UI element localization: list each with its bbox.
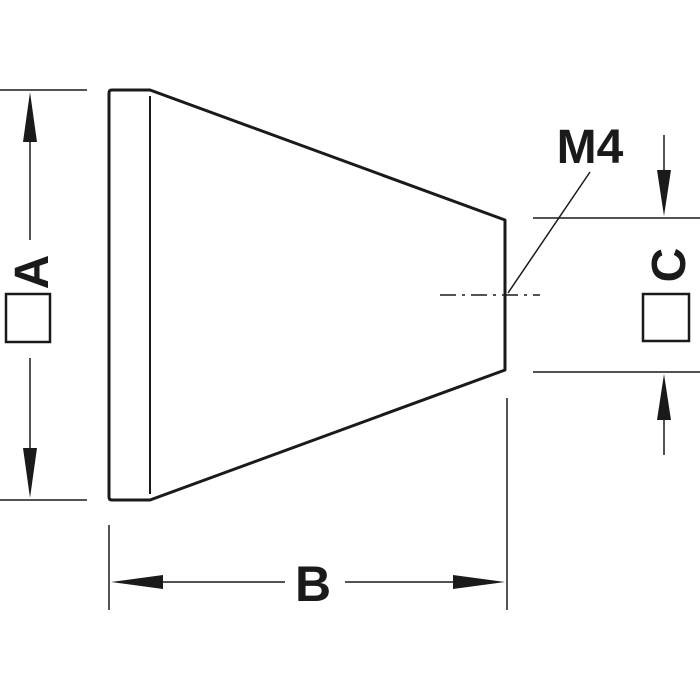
dimension-a-arrow-bottom — [23, 448, 37, 498]
dimension-b-arrow-right — [453, 575, 505, 589]
dimension-c-label: C — [643, 248, 696, 283]
square-symbol-a-icon — [4, 292, 52, 344]
square-symbol-c-icon — [641, 292, 691, 343]
dimension-b-line — [111, 575, 505, 589]
dimension-c-arrow-bottom — [657, 374, 671, 420]
knob-outline — [107, 88, 507, 502]
dimension-c-arrow-top — [657, 170, 671, 216]
dimension-b-label: B — [295, 556, 331, 612]
dimension-b-arrow-left — [111, 575, 163, 589]
thread-leader-line — [507, 171, 591, 294]
dimension-a-label: A — [6, 255, 59, 290]
dimension-a-line — [23, 92, 37, 498]
thread-label: M4 — [557, 121, 624, 174]
dimension-a-arrow-top — [23, 92, 37, 142]
dimension-c-line — [657, 135, 671, 455]
